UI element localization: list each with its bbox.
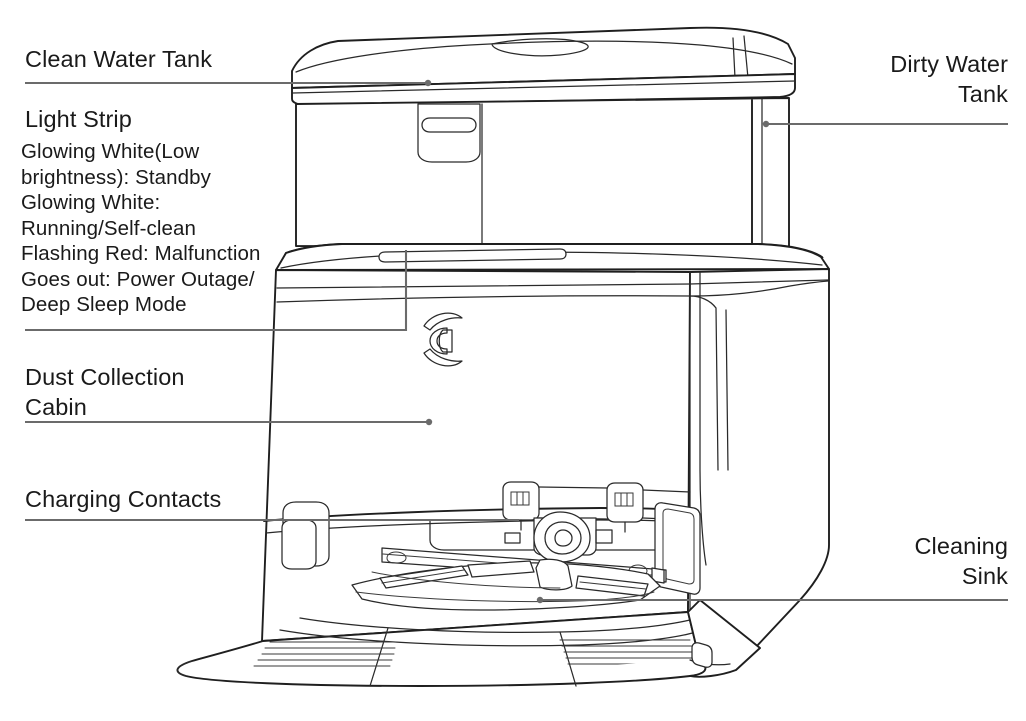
leader-light-strip: [25, 250, 408, 332]
leader-lines: [25, 79, 1008, 604]
label-charging-contacts: Charging Contacts: [25, 486, 222, 512]
cleaning-sink-tray: [351, 558, 661, 611]
label-clean-water-tank: Clean Water Tank: [25, 46, 213, 72]
label-light-strip: Light Strip: [25, 106, 132, 132]
label-dust-collection-cabin: Dust Collection Cabin: [25, 364, 185, 420]
brand-logo: [423, 312, 463, 367]
label-light-strip-states: Glowing White(Low brightness): Standby G…: [21, 140, 261, 316]
mop-spindle: [504, 511, 613, 563]
label-cleaning-sink: Cleaning Sink: [914, 533, 1008, 589]
charging-contact-right: [606, 482, 644, 533]
label-dirty-water-tank: Dirty Water Tank: [890, 51, 1008, 107]
